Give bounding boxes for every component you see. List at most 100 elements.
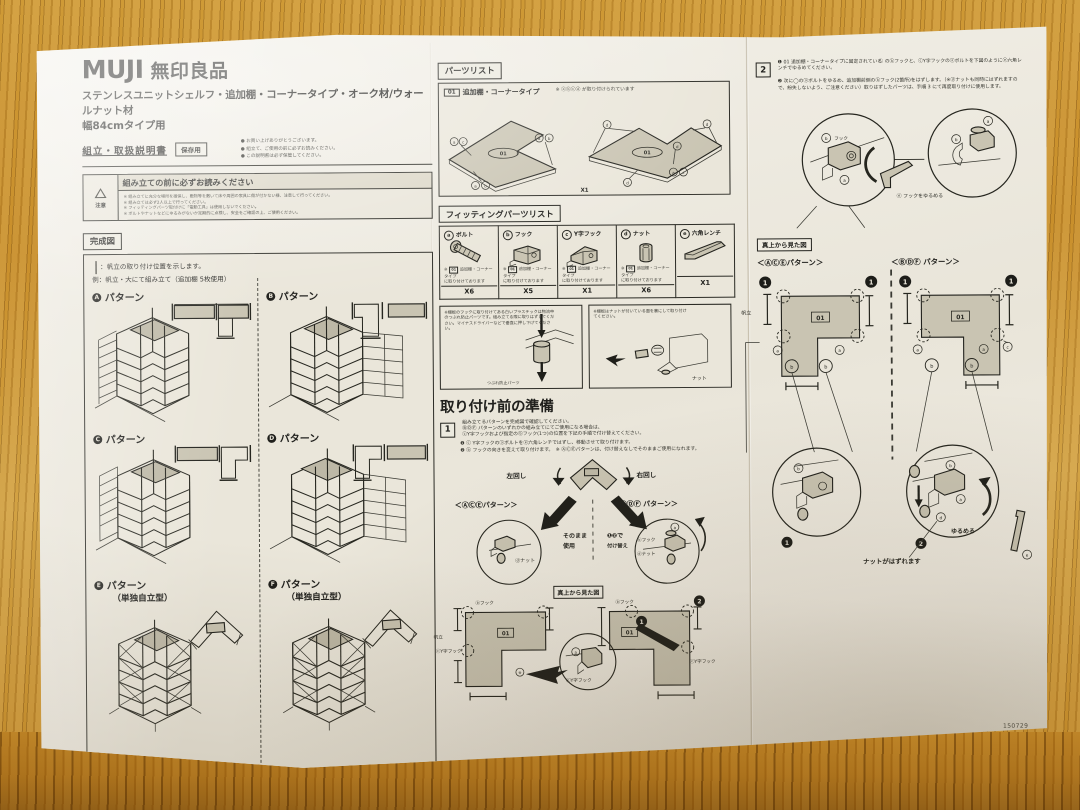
parts-list-qty: X1 (580, 187, 589, 194)
completed-figure-heading: 完成図 (83, 232, 122, 249)
prep-substeps: ❶ ⓒ Y字フックのⓐボルトをⓔ六角レンチではずし、移動させて取り付けます。 ❷… (460, 440, 732, 454)
bolt-icon (441, 240, 497, 266)
prep-step-1: 1 組み立てるパターンを完成図で確認してください。 ⒷⒹⒻ パターンのいずれかの… (440, 418, 732, 439)
pattern-B-label: パターン (278, 291, 319, 303)
parts-item-code: 01 (444, 88, 460, 96)
svg-text:ⓒY字フック: ⓒY字フック (690, 658, 716, 665)
svg-text:フック: フック (834, 136, 848, 142)
svg-text:01: 01 (502, 631, 510, 637)
svg-text:ⓑフック: ⓑフック (475, 599, 493, 606)
parts-list-heading: パーツリスト (438, 62, 502, 79)
notice-bullet-2: ● (240, 154, 245, 160)
pattern-cell-E: E パターン （単独自立型） (94, 575, 259, 731)
svg-text:ⓒY字フック: ⓒY字フック (566, 676, 592, 683)
pattern-F-isometric (283, 618, 376, 731)
topdown-plan-left: 01 ⓑフック ⓒY字フック 帆立 (433, 599, 554, 701)
mark-c-icon: c (562, 229, 572, 239)
corner-shelf-right: 01 d d d a c (589, 119, 721, 186)
svg-text:b: b (484, 183, 487, 188)
warning-triangle-icon (94, 187, 108, 199)
pattern-F-title: F パターン (268, 574, 432, 590)
nut-attach-code: 01 (626, 265, 636, 272)
svg-text:01: 01 (644, 150, 652, 156)
svg-text:1: 1 (639, 619, 643, 626)
pattern-A-figure (92, 302, 257, 423)
parts-list-panel: 01 追加棚・コーナータイプ ※ ⓐⓑⓒⓓ が取り付けられています 01 a (438, 80, 731, 196)
pattern-cell-A: A パターン (92, 287, 257, 423)
yhook-attach-code: 01 (567, 265, 577, 272)
svg-text:01: 01 (816, 315, 824, 322)
fitting-cell-hook: b フック ※ 01 追加棚・コーナータイプに取り付けております X5 (498, 225, 558, 298)
hook-icon (500, 239, 556, 265)
svg-text:c: c (462, 139, 464, 144)
svg-text:2: 2 (919, 541, 923, 548)
step2-topview-label-wrap: 真上から見た図 (757, 230, 1025, 251)
post-mark-icon (92, 261, 100, 274)
part-qty-yhook: X1 (559, 284, 615, 296)
pre-note-right: ※棚板はナットが付いている面を裏にして取り付けてください。 ナット (588, 303, 732, 388)
warning-box: 注意 組み立ての前に必ずお読みください ※ 組み立てに充分な場所を確保し、敷物等… (82, 172, 432, 221)
legend-block: ：帆立の取り付け位置を示します。 例：帆立・大にて組み立て（追加棚 5枚使用） (92, 260, 230, 285)
product-line: ステンレスユニットシェルフ・追加棚・コーナータイプ・オーク材/ウォールナット材 (81, 87, 424, 118)
svg-text:a: a (776, 348, 779, 353)
svg-text:2: 2 (697, 598, 701, 605)
step2-item-1: ❷ 次に◯のⓐボルトをゆるめ、追加棚前側のⓑフック(2箇所)をはずします。（※ⓓ… (777, 78, 1018, 91)
use-asis-line2: 使用 (562, 542, 575, 550)
svg-text:d: d (606, 122, 609, 127)
middle-column: パーツリスト 01 追加棚・コーナータイプ ※ ⓐⓑⓒⓓ が取り付けられています… (438, 57, 734, 701)
part-name-yhook: Y字フック (573, 231, 602, 238)
right-column: 2 ❶ 01 追加棚・コーナータイプに固定されている ⃝ のⓑフックと、ⓒY字フ… (756, 59, 1028, 571)
pattern-C-plan (175, 445, 250, 481)
step2-topview-label: 真上から見た図 (757, 238, 812, 251)
pattern-C-figure (93, 444, 258, 565)
step2-detail-figure-top: b フック a ⓔ フックをゆるめる b (756, 100, 1025, 230)
notice-text-2: この説明書は必ず保管してください。 (246, 153, 325, 160)
svg-text:a: a (538, 136, 541, 141)
doctype-row: 組立・取扱説明書 保存用 ● お買い上げありがとうございます。 ● 組立て、ご使… (82, 137, 432, 162)
y-hook-icon (559, 239, 615, 265)
hook-attach-code: 01 (508, 266, 518, 273)
doc-code: 150729 (1002, 722, 1029, 730)
svg-text:a: a (838, 348, 841, 353)
fitting-parts-heading-wrap: フィッティングパーツリスト (439, 200, 731, 223)
svg-text:d: d (676, 144, 679, 149)
pattern-cell-B: B パターン (266, 286, 431, 422)
legend-mark-text: ：帆立の取り付け位置を示します。 (100, 262, 205, 271)
pattern-F-figure (268, 601, 433, 730)
pattern-A-title: A パターン (92, 287, 256, 303)
pattern-F-badge: F (268, 580, 277, 589)
step-2-number: 2 (756, 62, 771, 77)
notice-list: ● お買い上げありがとうございます。 ● 組立て、ご使用の前に必ずお読みください… (241, 137, 338, 160)
paper-crease (745, 37, 753, 753)
svg-text:b: b (548, 135, 551, 140)
brand-name-jp: 無印良品 (150, 60, 229, 83)
svg-text:b: b (790, 365, 793, 371)
svg-text:d: d (939, 515, 942, 520)
svg-text:ⓓナット: ⓓナット (637, 550, 655, 557)
svg-text:b: b (825, 136, 828, 141)
prep-line-2: ⓒY字フックおよび指定のⓑフック(1つ)の位置を下記の手順で付け替えてください。 (462, 431, 645, 438)
rotate-left-label: 左回し (506, 471, 527, 480)
svg-text:b: b (797, 466, 800, 471)
part-name-bolt: ボルト (455, 232, 474, 239)
svg-text:ⓑフック: ⓑフック (637, 536, 655, 543)
fitting-cell-wrench: e 六角レンチ X1 (675, 224, 735, 297)
part-qty-bolt: X6 (441, 285, 497, 297)
svg-text:ⓑフック: ⓑフック (615, 598, 633, 605)
pre-note-right-text: ※棚板はナットが付いている面を裏にして取り付けてください。 (593, 307, 687, 319)
pattern-C-label: パターン (105, 434, 146, 446)
rotation-fork: ⓓナット ⓑフック ⓓナット a (440, 454, 734, 700)
left-column: MUJI 無印良品 ステンレスユニットシェルフ・追加棚・コーナータイプ・オーク材… (82, 53, 437, 775)
svg-text:ⓓナット: ⓓナット (515, 557, 535, 564)
pattern-B-plan (352, 301, 426, 338)
part-name-nut: ナット (632, 231, 651, 238)
svg-text:01: 01 (626, 630, 634, 636)
svg-text:b: b (949, 463, 952, 468)
prep-group-right: ＜ⒷⒹⒻ パターン＞ (612, 499, 678, 509)
svg-text:a: a (672, 170, 675, 175)
pattern-C-title: C パターン (93, 429, 257, 445)
parts-item-note: ※ ⓐⓑⓒⓓ が取り付けられています (555, 87, 635, 94)
step2-item-0: ❶ 01 追加棚・コーナータイプに固定されている ⃝ のⓑフックと、ⓒY字フック… (777, 58, 1022, 72)
parts-list-heading-wrap: パーツリスト (438, 57, 730, 80)
